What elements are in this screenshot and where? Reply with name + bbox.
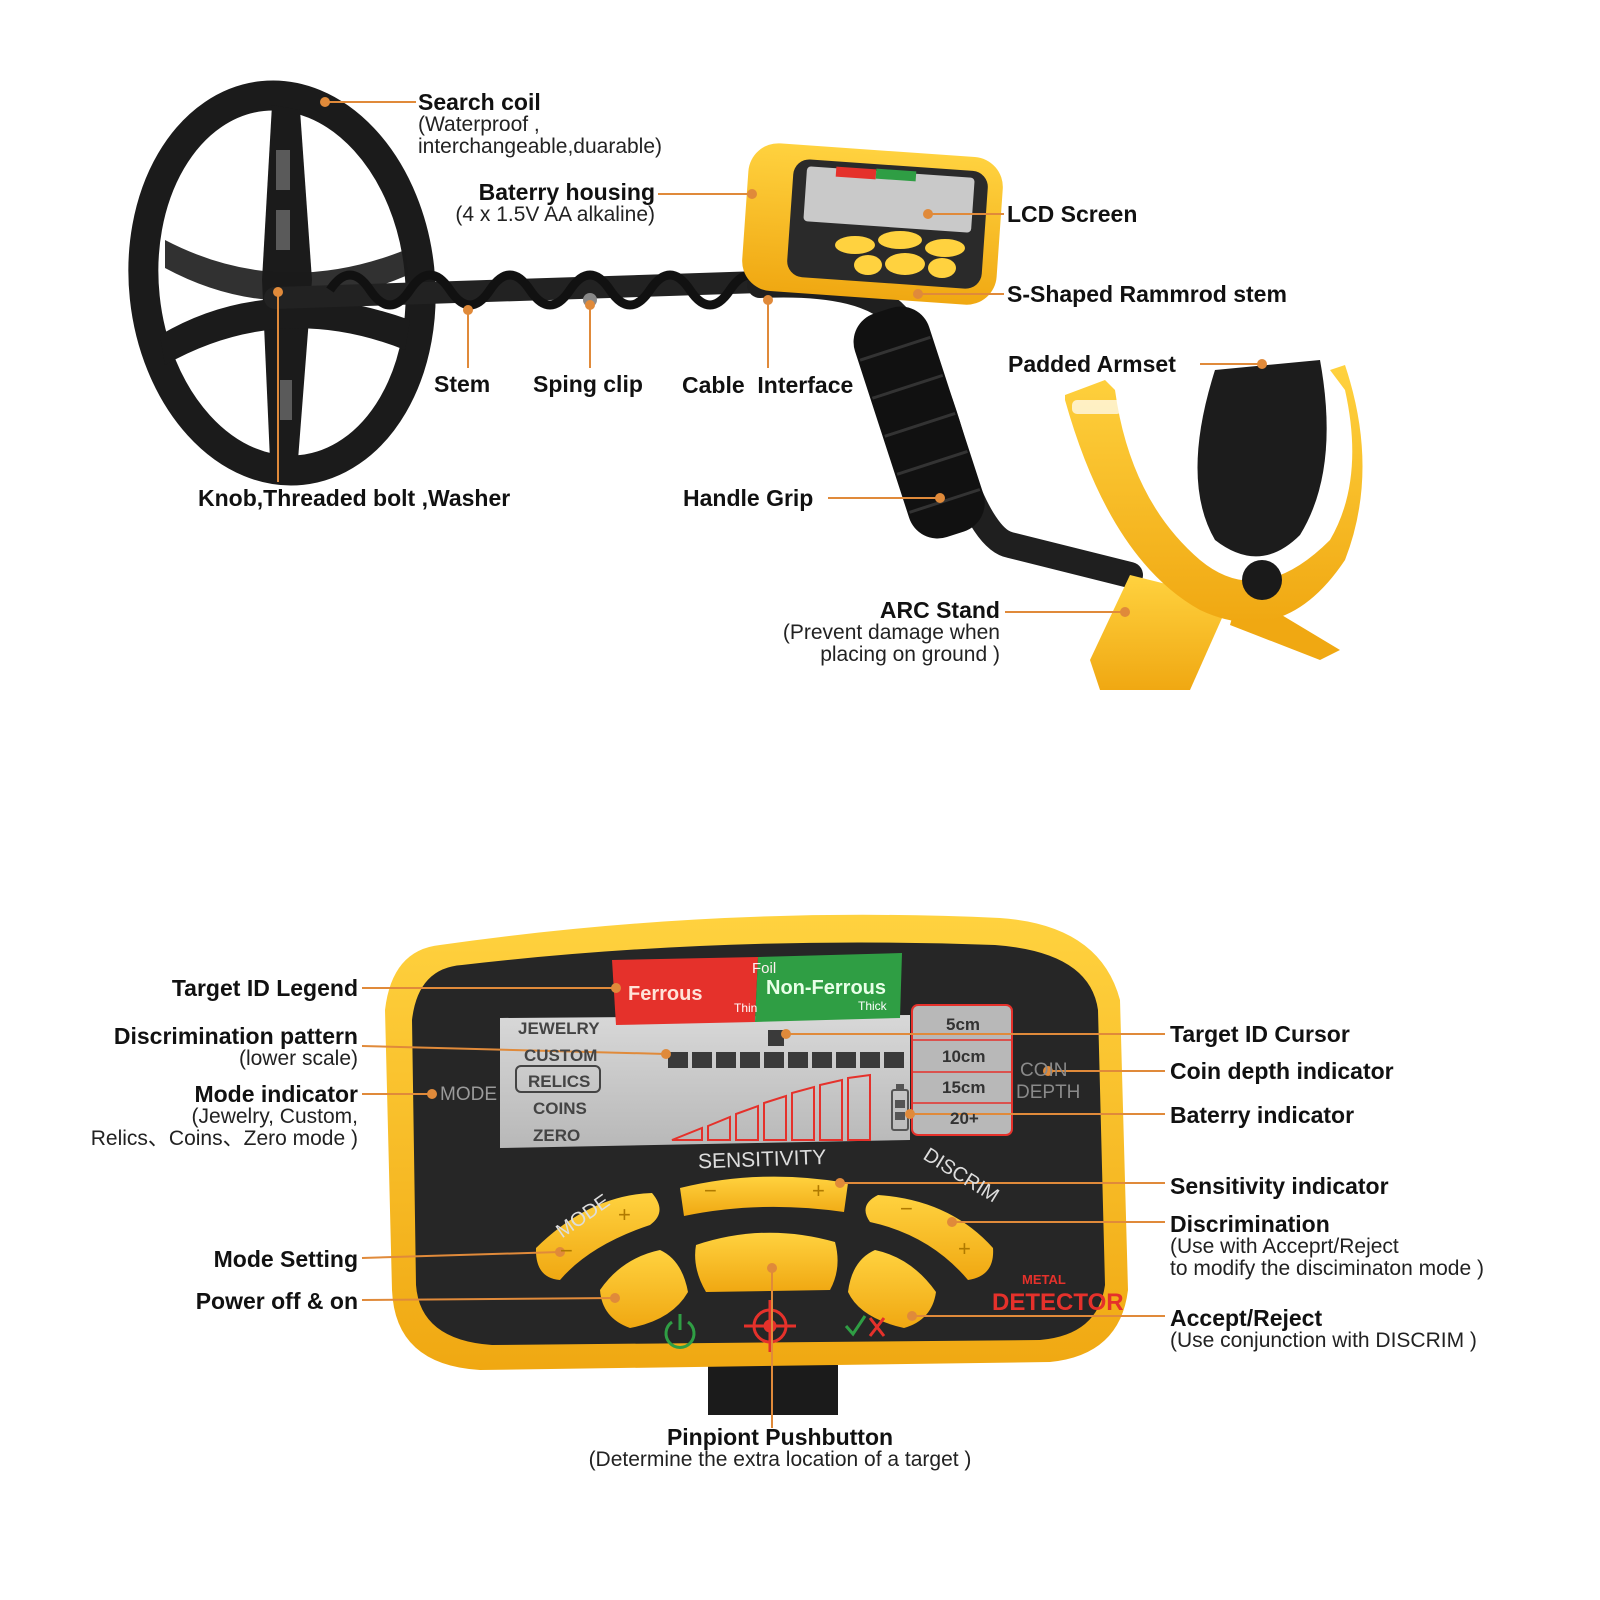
label-battery-indicator: Baterry indicator [1170,1102,1355,1128]
power-icon [664,1314,696,1349]
non-ferrous-legend [755,953,902,1022]
label-accept-reject: Accept/Reject (Use conjunction with DISC… [1170,1305,1477,1353]
non-ferrous-text: Non-Ferrous [766,977,886,999]
label-discrimination-pattern: Discrimination pattern (lower scale) [113,1023,358,1071]
label-mode-setting: Mode Setting [213,1246,358,1272]
foil-text: Foil [752,960,776,977]
panel-leader-dots [427,983,1053,1321]
depth-20plus: 20+ [950,1109,979,1128]
mode-selected-frame [515,1065,601,1093]
label-coin-depth: Coin depth indicator [1170,1058,1394,1084]
label-mode-indicator: Mode indicator (Jewelry, Custom, Relics、… [90,1081,358,1151]
sensitivity-bars [671,1073,871,1141]
label-s-shaped-stem: S-Shaped Rammrod stem [1007,281,1287,307]
coin-text: COIN [1020,1060,1068,1081]
depth-5cm: 5cm [946,1015,980,1034]
sens-minus: − [704,1178,717,1203]
label-pinpoint: Pinpiont Pushbutton (Determine the extra… [588,1424,972,1472]
label-stem: Stem [434,371,491,397]
detector-illustration [128,80,1363,690]
label-discrimination: Discrimination (Use with Acceprt/Reject … [1170,1211,1484,1281]
label-sensitivity-indicator: Sensitivity indicator [1170,1173,1389,1199]
top-leader-dots [273,97,1267,617]
search-coil [128,80,436,486]
depth-15cm: 15cm [942,1078,985,1097]
pinpoint-button[interactable] [695,1232,838,1292]
mode-coins: COINS [533,1099,587,1118]
mode-plus: + [618,1202,631,1227]
padded-armset [1065,360,1363,690]
label-battery-housing: Baterry housing (4 x 1.5V AA alkaline) [455,179,655,227]
mode-word: MODE [440,1084,497,1105]
mode-custom: CUSTOM [524,1046,597,1065]
accept-reject-button[interactable] [848,1250,936,1328]
top-leader-lines [277,101,1262,613]
label-target-id-cursor: Target ID Cursor [1170,1021,1350,1047]
panel-leader-lines [361,987,1165,1428]
label-search-coil: Search coil (Waterproof , interchangeabl… [418,89,663,159]
sensitivity-text: SENSITIVITY [698,1146,827,1173]
label-spring-clip: Sping clip [533,371,643,397]
label-cable-interface: Cable Interface [682,372,854,398]
mode-minus: − [560,1238,573,1263]
label-target-id-legend: Target ID Legend [171,975,358,1001]
brand-metal: METAL [1022,1272,1066,1287]
ferrous-legend [612,957,758,1025]
brand-detector: DETECTOR [992,1289,1124,1316]
thick-text: Thick [858,999,888,1013]
thin-text: Thin [734,1001,757,1015]
discrimination-segments [668,1052,904,1068]
sens-plus: + [812,1178,825,1203]
label-power: Power off & on [195,1288,358,1314]
label-handle-grip: Handle Grip [683,485,814,511]
accept-reject-icon [844,1315,886,1337]
label-padded-armset: Padded Armset [1008,351,1176,377]
target-id-cursor [768,1030,784,1046]
crosshair-icon [744,1300,796,1352]
label-knob: Knob,Threaded bolt ,Washer [198,485,511,511]
mode-jewelry: JEWELRY [518,1019,600,1038]
mode-relics: RELICS [528,1072,590,1091]
lcd-screen [500,1015,910,1148]
sensitivity-button[interactable] [680,1176,848,1216]
depth-10cm: 10cm [942,1047,985,1066]
panel-face-text: Ferrous Foil Non-Ferrous Thin Thick JEWE… [440,960,1124,1316]
mode-button[interactable] [535,1193,660,1280]
power-button[interactable] [600,1250,688,1328]
discrim-plus: + [958,1236,971,1261]
panel-buttons [535,1176,994,1328]
depth-text: DEPTH [1016,1082,1080,1103]
ferrous-text: Ferrous [628,983,702,1005]
label-lcd-screen: LCD Screen [1007,201,1138,227]
control-panel-large [385,914,1128,1415]
control-box-small [742,143,1003,305]
label-arc-stand: ARC Stand (Prevent damage when placing o… [782,597,1000,667]
discrim-minus: − [900,1196,913,1221]
discrim-button[interactable] [865,1195,994,1280]
mode-zero: ZERO [533,1126,580,1145]
